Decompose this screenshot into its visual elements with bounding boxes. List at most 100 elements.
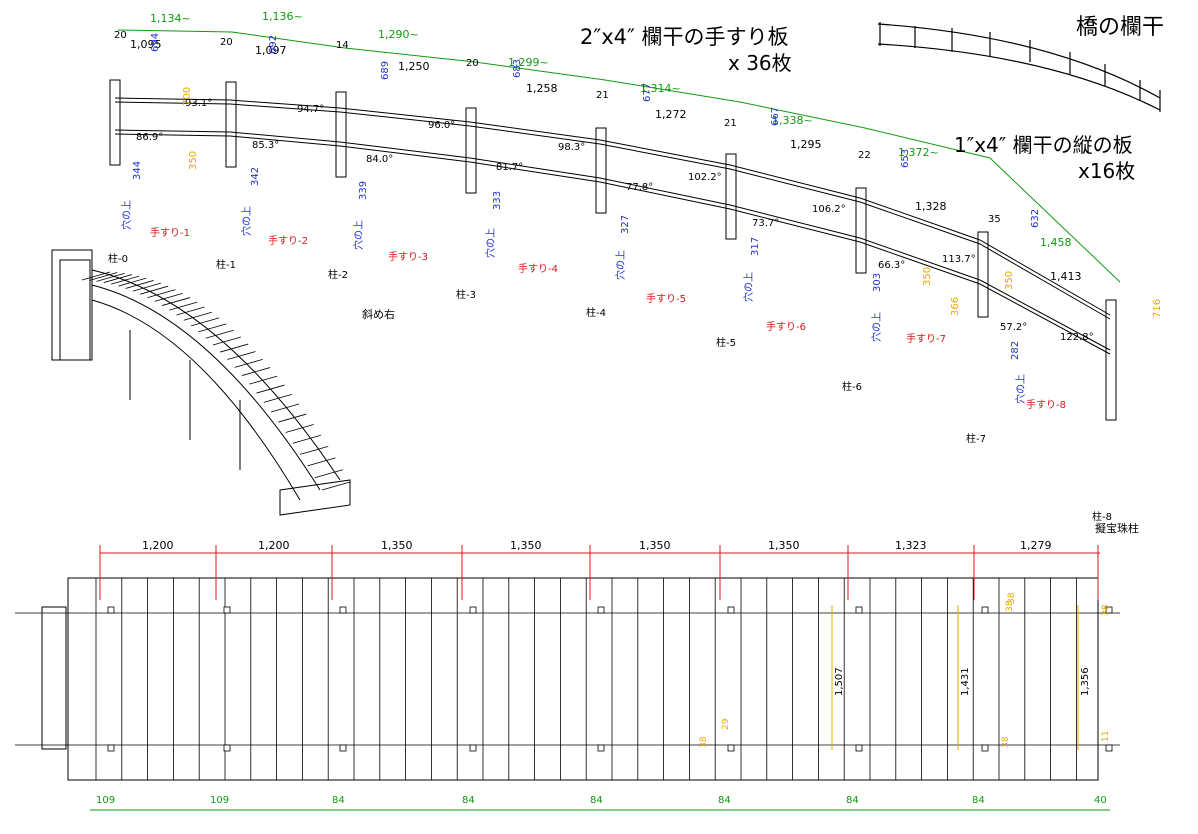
yellow-dim-5: 350 xyxy=(1004,271,1015,290)
lower-angle-7: 57.2° xyxy=(1000,322,1027,333)
plan-width-0: 1,507 xyxy=(834,667,845,696)
plan-small-5: 38 xyxy=(699,736,709,748)
lower-angle-0: 86.9° xyxy=(136,132,163,143)
rail-length-0: 1,095 xyxy=(130,38,162,51)
plan-bottom-8: 40 xyxy=(1094,795,1107,806)
plan-width-1: 1,431 xyxy=(960,667,971,696)
hole-label-4: 穴の上 xyxy=(614,250,627,280)
top-hole-7: 632 xyxy=(1030,209,1041,228)
lower-angle-1: 85.3° xyxy=(252,140,279,151)
vertical-board-count: x16枚 xyxy=(1078,159,1135,183)
plan-bottom-4: 84 xyxy=(590,795,603,806)
yellow-dim-2: 350 xyxy=(922,267,933,286)
upper-span-3: 1,299~ xyxy=(508,56,549,69)
plan-span-6: 1,323 xyxy=(895,539,927,552)
bottom-hole-4: 327 xyxy=(620,215,631,234)
diagonal-right-label: 斜め右 xyxy=(362,307,395,321)
plan-span-7: 1,279 xyxy=(1020,539,1052,552)
post-label-7: 柱-7 xyxy=(966,432,986,445)
post-5 xyxy=(725,153,737,240)
plan-bottom-2: 84 xyxy=(332,795,345,806)
elevation-labels: 1,134~1,136~1,290~1,299~1,314~1,338~1,37… xyxy=(108,10,1163,523)
top-hole-3: 683 xyxy=(512,59,523,78)
post-3 xyxy=(465,107,477,194)
handrail-label-4: 手すり-5 xyxy=(646,292,686,305)
plan-bottom-6: 84 xyxy=(846,795,859,806)
upper-span-2: 1,290~ xyxy=(378,28,419,41)
post-label-8: 柱-8 xyxy=(1092,510,1112,523)
post-top-7: 35 xyxy=(988,214,1001,225)
post-top-3: 20 xyxy=(466,58,479,69)
post-4 xyxy=(595,127,607,214)
yellow-dim-4: 716 xyxy=(1152,299,1163,318)
post-top-1: 20 xyxy=(220,37,233,48)
lower-angle-2: 84.0° xyxy=(366,154,393,165)
hole-label-5: 穴の上 xyxy=(742,272,755,302)
vertical-board-title: 1″x4″ 欄干の縦の板 xyxy=(954,133,1133,157)
bottom-hole-6: 303 xyxy=(872,273,883,292)
angle-6: 113.7° xyxy=(942,254,976,265)
upper-span-1: 1,136~ xyxy=(262,10,303,23)
plan-bottom-5: 84 xyxy=(718,795,731,806)
post-label-6: 柱-6 xyxy=(842,380,862,393)
plan-span-3: 1,350 xyxy=(510,539,542,552)
rail-length-6: 1,328 xyxy=(915,200,947,213)
lower-angle-3: 81.7° xyxy=(496,162,523,173)
post-7 xyxy=(977,231,989,318)
plan-span-5: 1,350 xyxy=(768,539,800,552)
angle-5: 106.2° xyxy=(812,204,846,215)
rail-length-2: 1,250 xyxy=(398,60,430,73)
plan-small-1: 38 xyxy=(1007,592,1017,604)
post-label-2: 柱-2 xyxy=(328,268,348,281)
handrail-label-7: 手すり-8 xyxy=(1026,398,1066,411)
angle-1: 94.7° xyxy=(297,104,324,115)
handrail-label-6: 手すり-7 xyxy=(906,332,946,345)
post-8 xyxy=(1105,299,1117,421)
bridge-railing-title: 橋の欄干 xyxy=(1076,15,1164,40)
top-hole-2: 689 xyxy=(380,61,391,80)
bottom-hole-3: 333 xyxy=(492,191,503,210)
lower-angle-4: 77.8° xyxy=(626,182,653,193)
angle-2: 96.0° xyxy=(428,120,455,131)
plan-bottom-3: 84 xyxy=(462,795,475,806)
yellow-dim-3: 366 xyxy=(950,297,961,316)
post-label-4: 柱-4 xyxy=(586,306,606,319)
bottom-hole-7: 282 xyxy=(1010,341,1021,360)
angle-4: 102.2° xyxy=(688,172,722,183)
plan-bottom-7: 84 xyxy=(972,795,985,806)
handrail-label-3: 手すり-4 xyxy=(518,262,558,275)
post-label-0: 柱-0 xyxy=(108,252,128,265)
post-top-0: 20 xyxy=(114,30,127,41)
bridge-isometric xyxy=(51,249,351,516)
hole-label-3: 穴の上 xyxy=(484,228,497,258)
plan-span-1: 1,200 xyxy=(258,539,290,552)
upper-span-0: 1,134~ xyxy=(150,12,191,25)
upper-span-7: 1,458 xyxy=(1040,236,1072,249)
plan-width-2: 1,356 xyxy=(1080,667,1091,696)
top-hole-0: 694 xyxy=(150,33,161,52)
elevation-rails xyxy=(114,97,1111,355)
plan-small-0: 38 xyxy=(1101,604,1111,616)
rail-length-7: 1,413 xyxy=(1050,270,1082,283)
bottom-hole-0: 344 xyxy=(132,161,143,180)
plan-span-4: 1,350 xyxy=(639,539,671,552)
hole-label-1: 穴の上 xyxy=(240,206,253,236)
post-0 xyxy=(109,79,121,166)
upper-span-6: 1,372~ xyxy=(898,146,939,159)
handrail-label-5: 手すり-6 xyxy=(766,320,806,333)
post-label-3: 柱-3 xyxy=(456,288,476,301)
plan-small-2: 38 xyxy=(1001,736,1011,748)
top-hole-1: 692 xyxy=(268,35,279,54)
plan-small-4: 29 xyxy=(721,718,731,730)
handrail-label-0: 手すり-1 xyxy=(150,226,190,239)
rail-length-3: 1,258 xyxy=(526,82,558,95)
bottom-hole-1: 342 xyxy=(250,167,261,186)
plan-bottom-0: 109 xyxy=(96,795,115,806)
post-label-5: 柱-5 xyxy=(716,336,736,349)
rail-length-5: 1,295 xyxy=(790,138,822,151)
top-hole-4: 677 xyxy=(642,83,653,102)
elevation-dims xyxy=(117,29,1121,283)
hole-label-2: 穴の上 xyxy=(352,220,365,250)
hole-label-7: 穴の上 xyxy=(1014,374,1027,404)
